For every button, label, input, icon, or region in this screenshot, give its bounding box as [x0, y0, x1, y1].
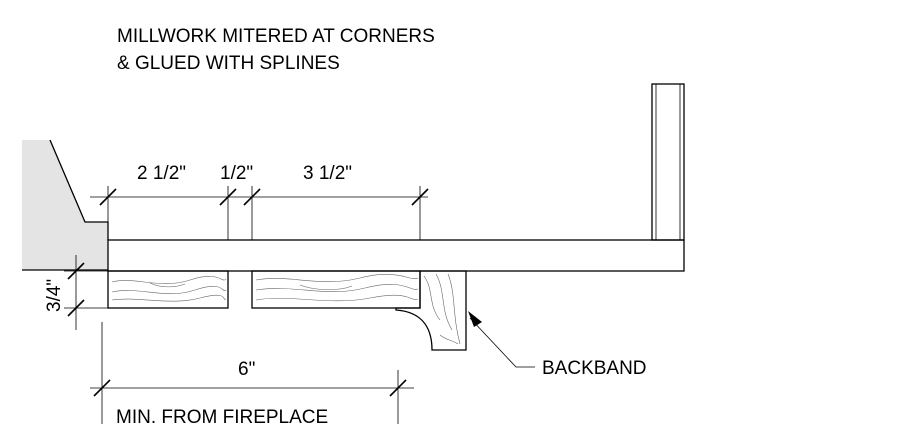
top-dimension-string: [90, 186, 429, 240]
vertical-panel: [651, 83, 685, 241]
backband-leader: [468, 311, 535, 368]
dim-label-6: 6": [238, 359, 255, 380]
dim-label-3-1-2: 3 1/2": [303, 163, 352, 184]
backband-molding: [395, 270, 467, 351]
dim-label-3-4: 3/4": [44, 279, 65, 312]
wall-board: [107, 239, 685, 272]
dim-label-1-2: 1/2": [220, 163, 253, 184]
millwork-piece-1: [107, 270, 229, 309]
bottom-dimension: [90, 322, 414, 424]
backband-label: BACKBAND: [542, 358, 647, 379]
fireplace-surround: [22, 140, 108, 270]
millwork-piece-2: [251, 270, 421, 309]
note-line-2: & GLUED WITH SPLINES: [117, 53, 340, 74]
dim-label-2-1-2: 2 1/2": [137, 163, 186, 184]
min-from-fireplace-label: MIN. FROM FIREPLACE: [116, 407, 328, 428]
note-line-1: MILLWORK MITERED AT CORNERS: [117, 26, 435, 47]
side-dimension: [64, 255, 108, 330]
